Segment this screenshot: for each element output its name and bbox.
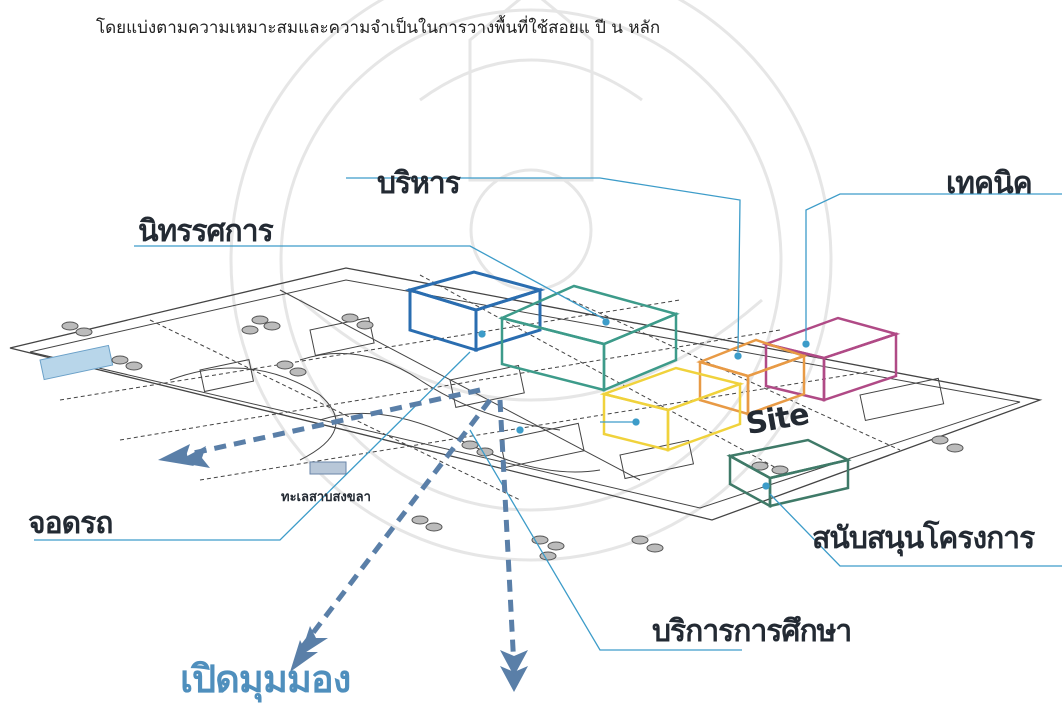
- label-exhibition: นิทรรศการ: [138, 214, 274, 249]
- label-parking: จอดรถ: [28, 506, 113, 541]
- zone-box-education: [599, 366, 745, 452]
- label-support: สนับสนุนโครงการ: [812, 521, 1035, 556]
- zone-box-technical: [761, 316, 901, 402]
- zone-box-exhibition: [404, 270, 546, 353]
- label-education: บริการการศึกษา: [652, 614, 852, 649]
- zone-box-technical-support: [696, 338, 808, 416]
- label-view: เปิดมุมมอง: [180, 657, 351, 701]
- caption-text: โดยแบ่งตามความเหมาะสมและความจำเป็นในการว…: [96, 18, 661, 38]
- view-arrows: [179, 387, 517, 669]
- zone-box-support: [726, 438, 852, 509]
- label-technical: เทคนิค: [946, 166, 1033, 201]
- university-seal-watermark: [229, 0, 833, 562]
- label-lake: ทะเลสาบสงขลา: [281, 490, 371, 505]
- site-plan: [9, 267, 1043, 521]
- arrow-heads: [158, 444, 528, 692]
- leader-lines: [34, 177, 1062, 651]
- tree-clusters: [61, 313, 964, 561]
- label-administration: บริหาร: [377, 166, 461, 201]
- zone-box-administration: [498, 284, 680, 392]
